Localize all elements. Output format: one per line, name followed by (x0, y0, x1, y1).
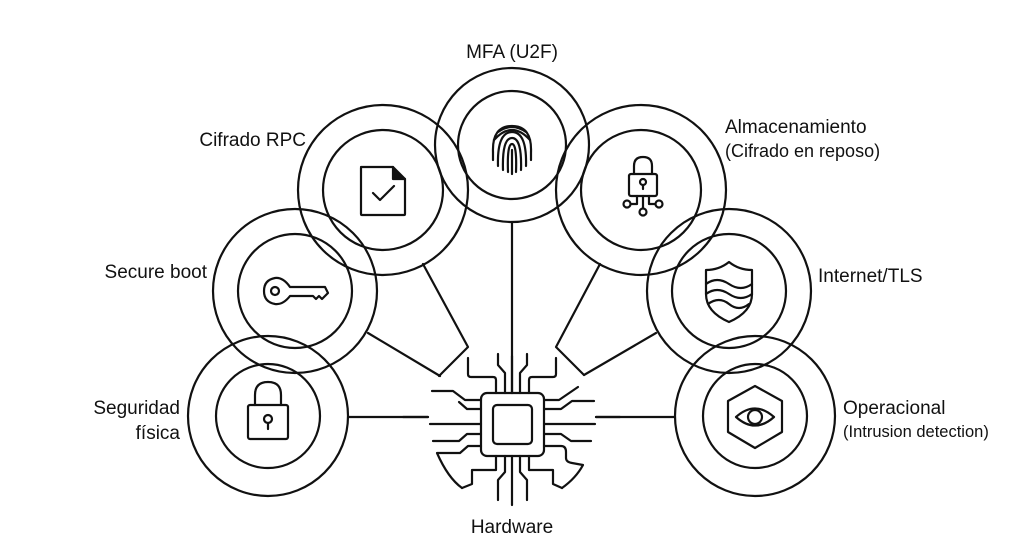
labels: MFA (U2F) Cifrado RPC Almacenamiento (Ci… (93, 42, 988, 538)
label-almacenamiento-line2: (Cifrado en reposo) (725, 141, 880, 161)
label-operacional-line1: Operacional (843, 398, 945, 419)
label-hardware: Hardware (471, 517, 553, 538)
label-internet-tls: Internet/TLS (818, 266, 923, 287)
fingerprint-icon (491, 124, 533, 176)
connector-almacenamiento-b (582, 331, 658, 377)
label-mfa: MFA (U2F) (466, 42, 558, 63)
connector-cifrado-rpc (421, 262, 470, 378)
ring-seguridad-fisica[interactable] (186, 334, 350, 498)
padlock-icon (246, 380, 290, 441)
connector-cifrado-rpc-b (366, 331, 442, 378)
label-cifrado-rpc: Cifrado RPC (199, 130, 306, 151)
chip-icon (401, 352, 622, 507)
key-icon (262, 276, 330, 306)
ring-operacional[interactable] (673, 334, 837, 498)
label-almacenamiento-line1: Almacenamiento (725, 117, 867, 138)
document-check-icon (359, 165, 407, 217)
network-lock-icon (622, 155, 664, 217)
rings (186, 66, 837, 498)
shield-waves-icon (704, 260, 754, 324)
hexagon-eye-icon (726, 384, 784, 450)
ring-secure-boot[interactable] (211, 207, 379, 375)
label-seguridad-fisica-line1: Seguridad (93, 398, 180, 419)
connector-almacenamiento (554, 262, 602, 377)
ring-cifrado-rpc[interactable] (296, 103, 470, 277)
ring-mfa[interactable] (433, 66, 591, 224)
ring-almacenamiento[interactable] (554, 103, 728, 277)
ring-internet-tls[interactable] (645, 207, 813, 375)
label-secure-boot: Secure boot (105, 262, 208, 283)
label-operacional-line2: (Intrusion detection) (843, 423, 989, 441)
label-seguridad-fisica-line2: física (136, 423, 181, 444)
